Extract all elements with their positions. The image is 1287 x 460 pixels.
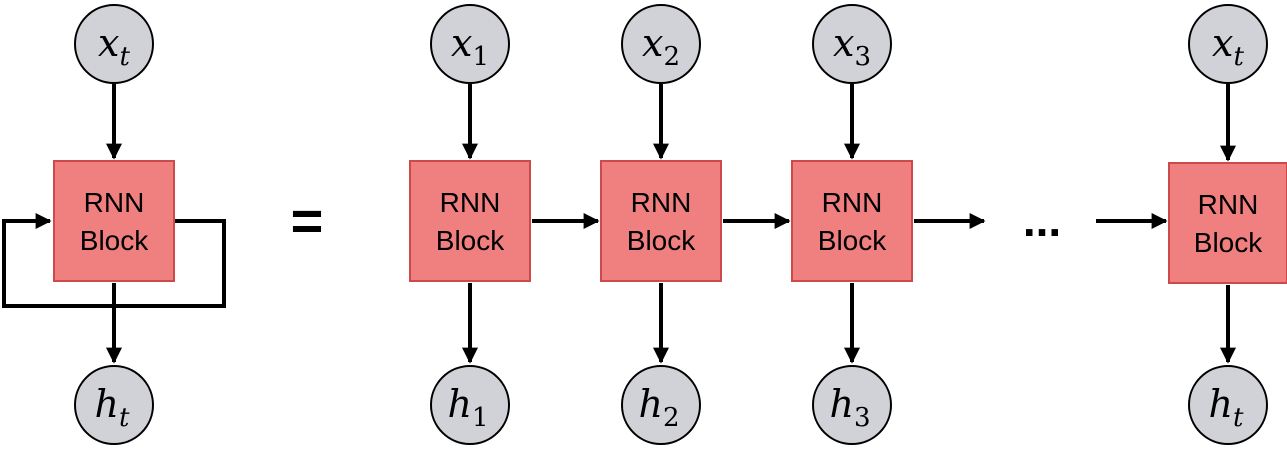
block-line2: Block (1194, 227, 1263, 258)
block-line2: Block (818, 225, 887, 256)
block-line1: RNN (1198, 189, 1259, 220)
unrolled-input-node: x3 (812, 4, 892, 84)
block-line2: Block (436, 225, 505, 256)
folded-rnn-block: RNN Block (53, 160, 175, 282)
block-line1: RNN (440, 187, 501, 218)
folded-input-node: xt (74, 4, 154, 84)
unrolled-input-label: xt (1212, 21, 1244, 72)
block-line1: RNN (631, 187, 692, 218)
folded-block-line1: RNN (84, 187, 145, 218)
unrolled-rnn-block: RNN Block (600, 160, 722, 282)
ellipsis: ... (1023, 194, 1061, 246)
unrolled-output-node: h3 (812, 365, 892, 445)
folded-output-node: ht (74, 365, 154, 445)
unrolled-output-node: h2 (621, 365, 701, 445)
unrolled-step-2: x2 RNN Block h2 (600, 4, 722, 445)
unrolled-input-node: x2 (621, 4, 701, 84)
unrolled-output-label: h3 (829, 382, 870, 433)
block-line1: RNN (822, 187, 883, 218)
unrolled-step-1: x1 RNN Block h1 (409, 4, 531, 445)
folded-block-line2: Block (80, 225, 149, 256)
unrolled-output-node: h1 (430, 365, 510, 445)
unrolled-step-3: x3 RNN Block h3 (791, 4, 913, 445)
unrolled-output-label: h1 (447, 382, 488, 433)
folded-input-label: xt (98, 21, 130, 72)
folded-output-label: ht (95, 382, 130, 433)
unrolled-output-label: ht (1209, 382, 1244, 433)
unrolled-rnn-block: RNN Block (409, 160, 531, 282)
unrolled-rnn-block: RNN Block (791, 160, 913, 282)
unrolled-step-t: xt RNN Block ht (1168, 4, 1287, 445)
unrolled-input-node: x1 (430, 4, 510, 84)
block-line2: Block (627, 225, 696, 256)
unrolled-input-label: x2 (642, 21, 680, 72)
unrolled-input-label: x3 (833, 21, 871, 72)
unrolled-rnn-block: RNN Block (1168, 162, 1287, 284)
unrolled-rnn: x1 RNN Block h1 x2 R (409, 4, 1287, 445)
unrolled-input-label: x1 (451, 21, 489, 72)
equals-sign: = (291, 189, 324, 252)
folded-rnn: xt RNN Block ht (2, 4, 226, 445)
unrolled-output-node: ht (1188, 365, 1268, 445)
unrolled-output-label: h2 (638, 382, 679, 433)
unrolled-input-node: xt (1188, 4, 1268, 84)
